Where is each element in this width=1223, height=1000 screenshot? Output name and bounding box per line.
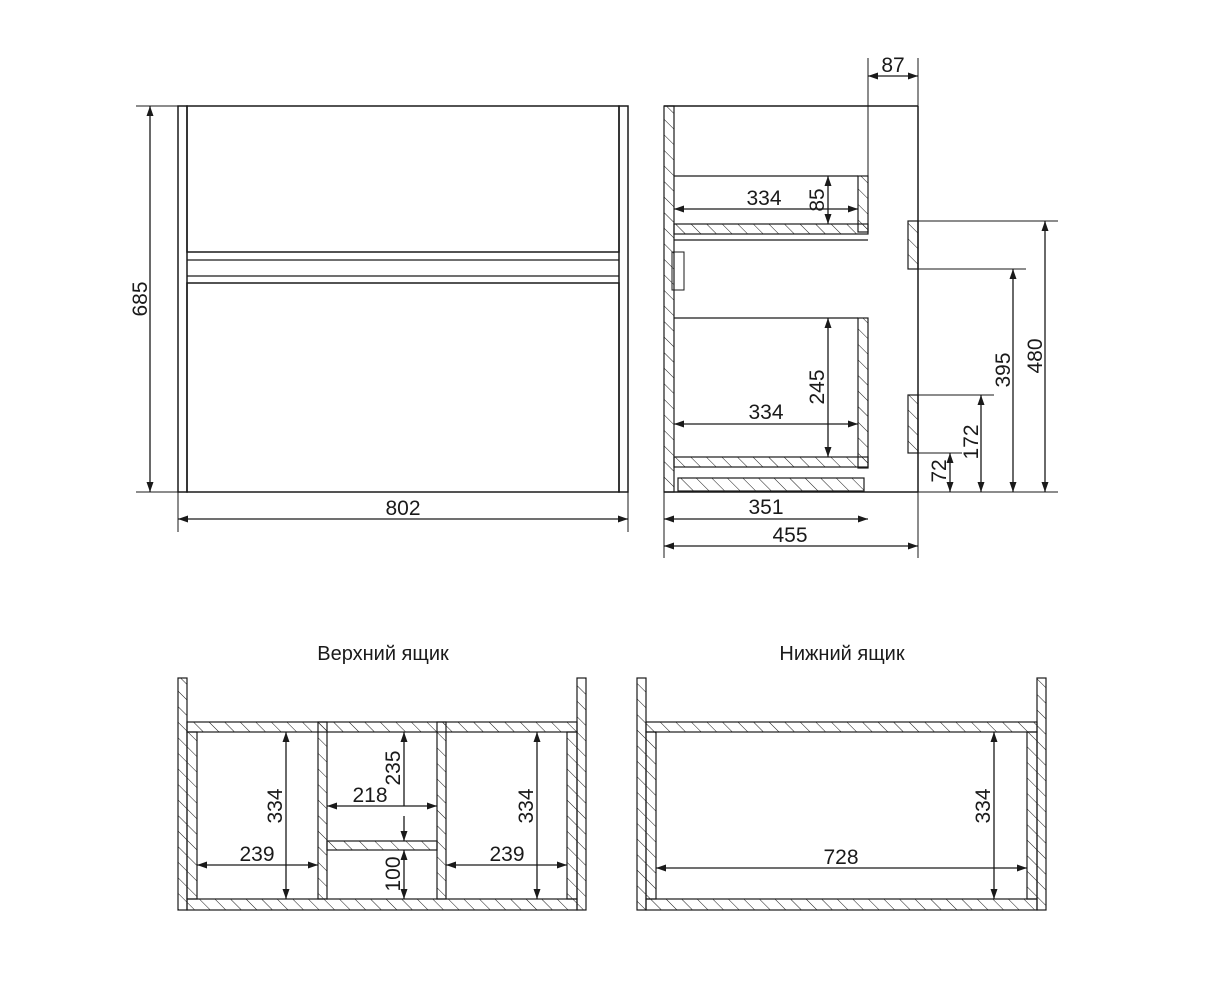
- top-drawer-front: [186, 898, 578, 911]
- bottom-drawer-left-wall: [645, 731, 657, 900]
- side-upper-height-label: 85: [806, 188, 829, 211]
- top-drawer-title: Верхний ящик: [317, 643, 449, 665]
- side-front-panel-section: [663, 105, 675, 493]
- bottom-drawer-height-label: 334: [972, 788, 995, 823]
- bottom-drawer-right-wall: [1026, 731, 1038, 900]
- bottom-drawer-plan: Нижний ящик 728 334: [636, 643, 1047, 911]
- front-lower-drawer-face: [186, 282, 620, 493]
- side-lower-width-label: 334: [748, 401, 783, 424]
- bottom-drawer-left-side: [636, 677, 647, 911]
- bottom-drawer-width-label: 728: [823, 846, 858, 869]
- side-upper-drawer-bottom: [673, 223, 869, 235]
- bottom-drawer-right-side: [1036, 677, 1047, 911]
- top-drawer-right-side: [576, 677, 587, 911]
- top-drawer-plan: Верхний ящик 334 239 235 218 100 334 239: [177, 643, 587, 911]
- side-lower-rail: [907, 394, 919, 454]
- side-mount-72-label: 72: [928, 459, 951, 482]
- front-right-side-panel: [618, 105, 629, 493]
- top-drawer-divider-left: [317, 721, 328, 900]
- front-height-label: 685: [129, 281, 152, 316]
- top-drawer-left-width-label: 239: [239, 843, 274, 866]
- side-mount-480-label: 480: [1024, 338, 1047, 373]
- top-drawer-right-width-label: 239: [489, 843, 524, 866]
- side-lower-drawer-bottom: [673, 456, 869, 468]
- front-width-label: 802: [385, 497, 420, 520]
- top-drawer-back: [186, 721, 578, 733]
- side-mount-395-label: 395: [992, 352, 1015, 387]
- bottom-drawer-title: Нижний ящик: [779, 643, 904, 665]
- bottom-drawer-back: [645, 721, 1038, 733]
- top-drawer-left-side: [177, 677, 188, 911]
- top-drawer-right-height-label: 334: [515, 788, 538, 823]
- top-drawer-center-top-height-label: 235: [382, 750, 405, 785]
- side-lower-drawer-back: [857, 317, 869, 469]
- top-drawer-left-height-label: 334: [264, 788, 287, 823]
- side-upper-width-label: 334: [746, 187, 781, 210]
- top-drawer-center-bottom-height-label: 100: [382, 856, 405, 891]
- front-upper-drawer-face: [186, 105, 620, 253]
- front-view: 685 802: [129, 105, 629, 532]
- side-cabinet-bottom: [677, 477, 865, 492]
- side-mount-172-label: 172: [960, 424, 983, 459]
- side-lower-height-label: 245: [806, 369, 829, 404]
- bottom-drawer-front: [645, 898, 1038, 911]
- side-drawer-depth-label: 351: [748, 496, 783, 519]
- side-view: 87 334 85 245 334 351 455 480 395 172 72: [663, 54, 1058, 558]
- top-drawer-left-wall: [186, 731, 198, 900]
- side-upper-rail: [907, 220, 919, 270]
- side-overall-depth-label: 455: [772, 524, 807, 547]
- top-drawer-center-width-label: 218: [352, 784, 387, 807]
- side-depth-top-label: 87: [881, 54, 904, 77]
- top-drawer-right-wall: [566, 731, 578, 900]
- front-left-side-panel: [177, 105, 188, 493]
- top-drawer-center-shelf: [326, 840, 438, 851]
- top-drawer-divider-right: [436, 721, 447, 900]
